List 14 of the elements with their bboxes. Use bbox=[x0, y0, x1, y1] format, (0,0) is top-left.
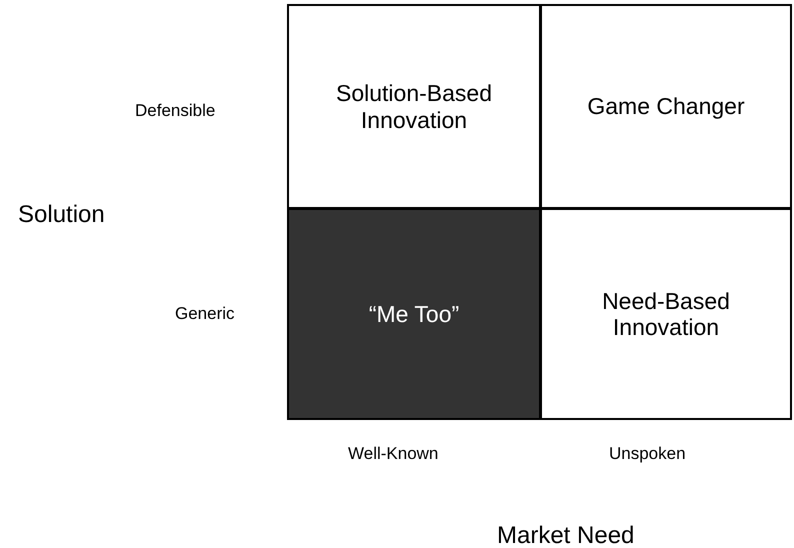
quadrant-label: Solution-Based Innovation bbox=[335, 80, 493, 133]
axis-value-label: Unspoken bbox=[609, 444, 686, 464]
axis-title: Solution bbox=[18, 201, 105, 229]
quadrant bbox=[540, 208, 792, 420]
quadrant-highlighted bbox=[287, 208, 541, 420]
axis-value-label: Generic bbox=[175, 304, 235, 324]
quadrant bbox=[287, 4, 541, 209]
axis-title: Market Need bbox=[497, 522, 634, 548]
axis-value-label: Defensible bbox=[135, 101, 216, 121]
quadrant-label: “Me Too” bbox=[368, 300, 460, 328]
quadrant-label: Need-Based Innovation bbox=[601, 288, 731, 340]
quadrant bbox=[540, 4, 792, 209]
quadrant-label: Game Changer bbox=[586, 93, 746, 120]
axis-value-label: Well-Known bbox=[348, 444, 438, 464]
